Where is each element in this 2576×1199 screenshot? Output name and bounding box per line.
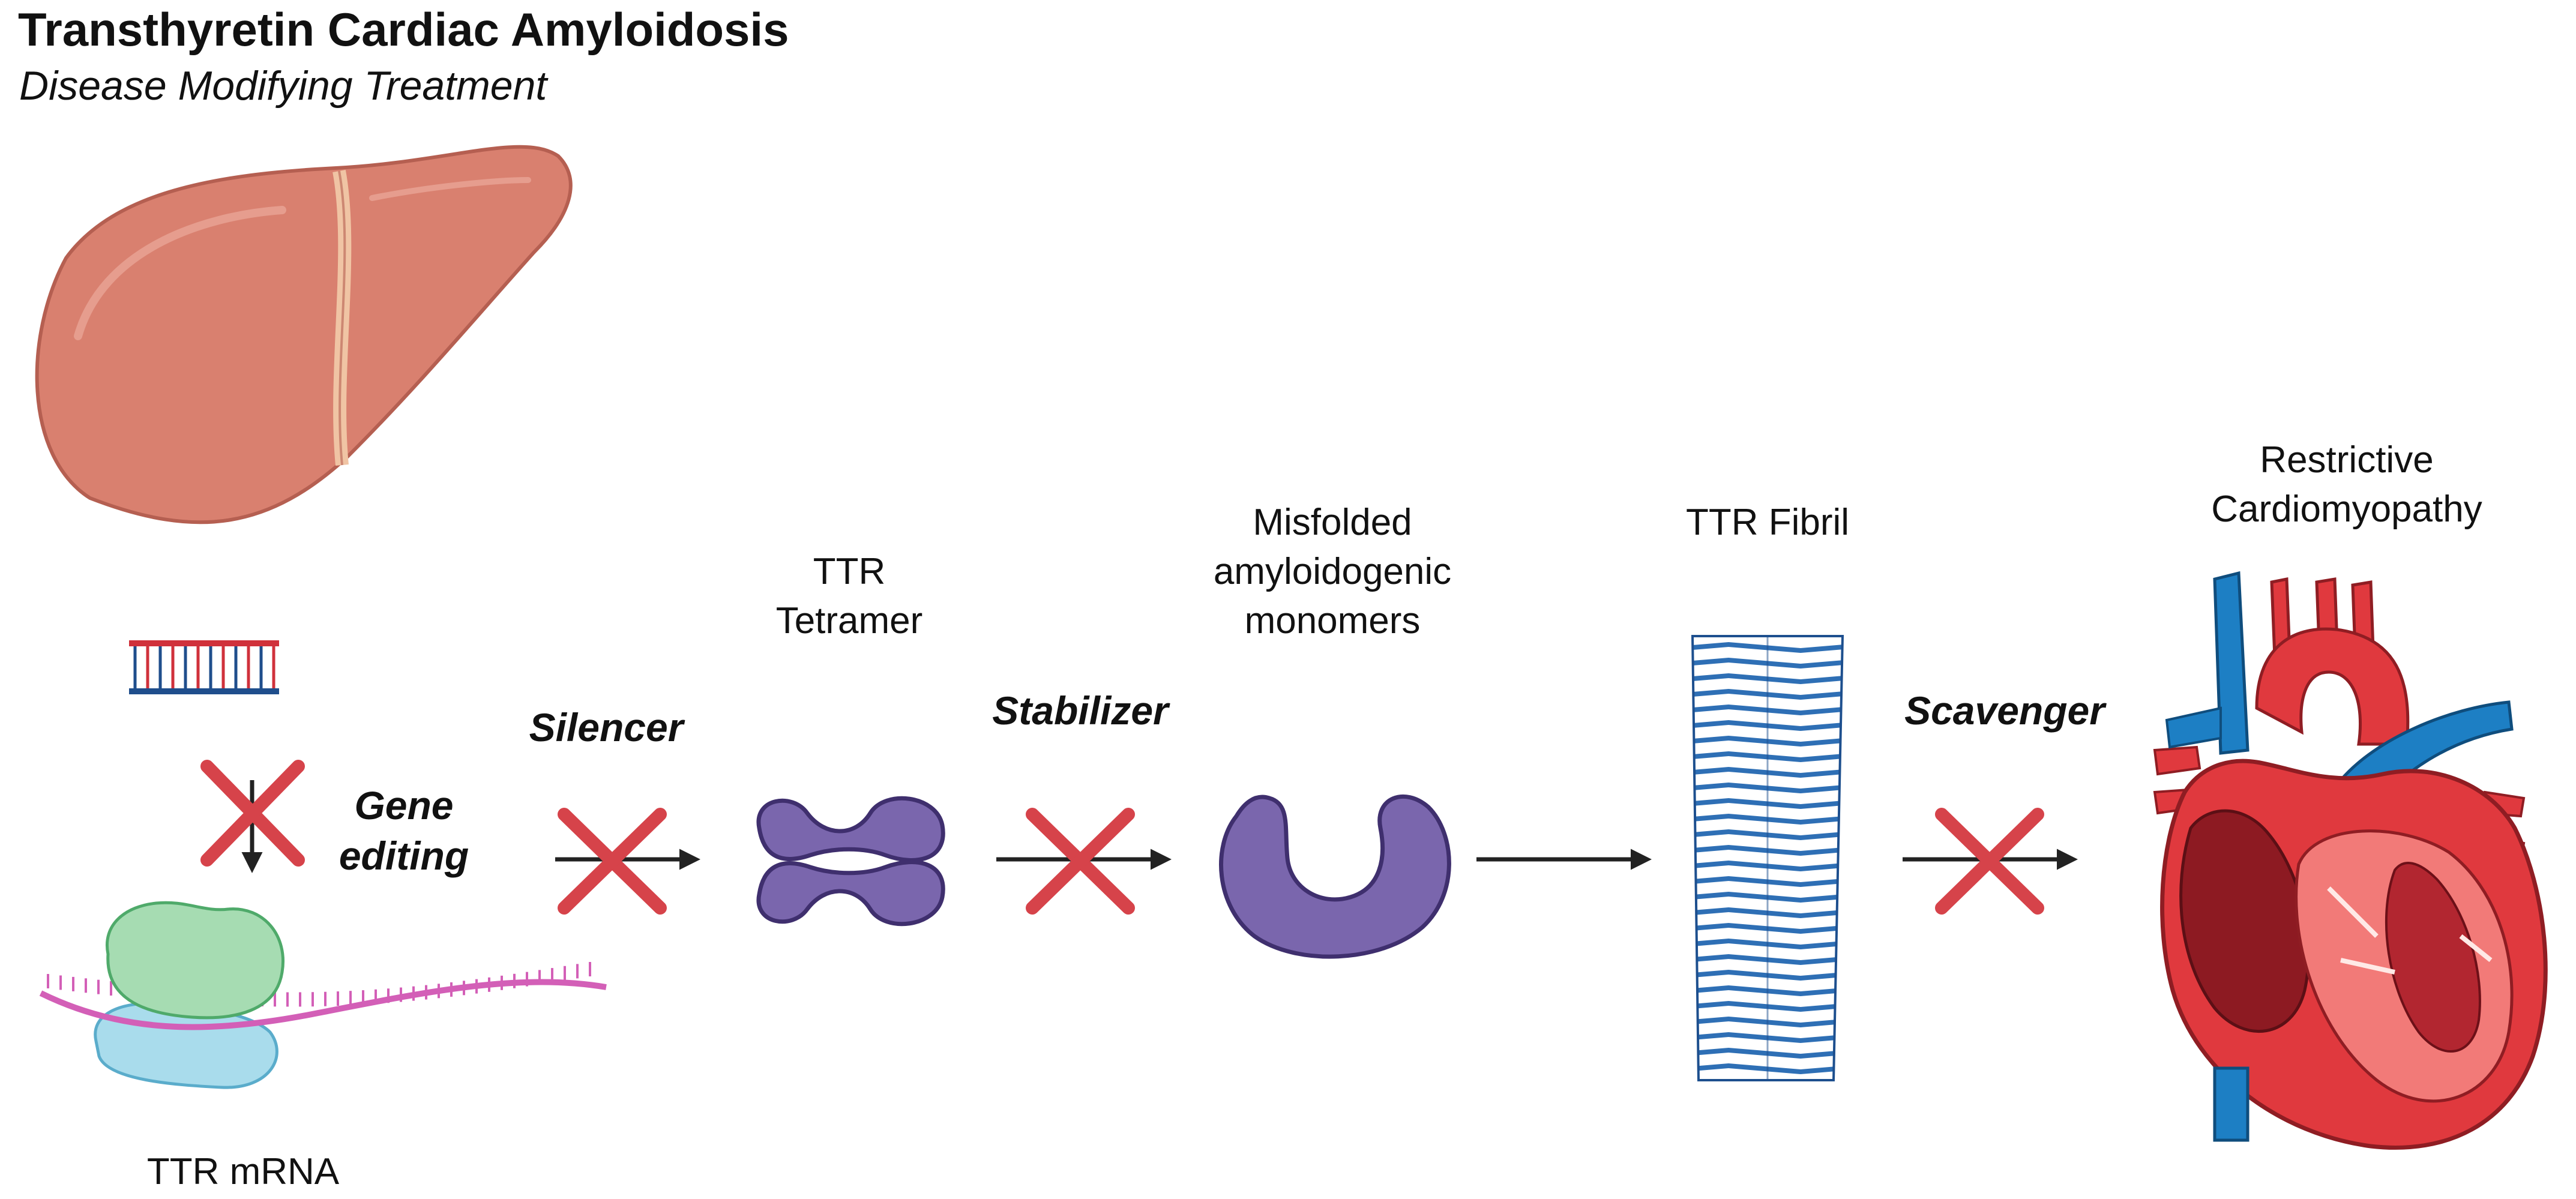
ttr-mrna-label: TTR mRNA [146,1151,340,1192]
restrictive-label-line1: Restrictive [2260,439,2434,481]
restrictive-label-line2: Cardiomyopathy [2211,488,2482,530]
ttr-tetramer-icon [756,796,945,927]
misfolded-label-line1: Misfolded [1253,502,1412,543]
silencer-label: Silencer [529,705,684,750]
restrictive-cardiomyopathy-label: Restrictive Cardiomyopathy [2179,436,2515,534]
gene-editing-label-line2: editing [339,834,469,878]
dna-strand-icon [129,640,279,694]
ttr-fibril-icon [1691,635,1844,1081]
block-x-icon [1026,808,1135,915]
stabilizer-label: Stabilizer [992,688,1169,733]
gene-editing-label: Gene editing [329,780,479,881]
ttr-tetramer-label-line1: TTR [813,551,886,592]
ttr-tetramer-label: TTR Tetramer [762,547,936,646]
gene-editing-complex-icon [39,901,607,1089]
block-x-icon [1935,808,2044,915]
liver-icon [35,145,573,524]
ttr-fibril-label: TTR Fibril [1685,502,1850,543]
misfolded-monomers-label: Misfolded amyloidogenic monomers [1176,498,1488,646]
ttr-tetramer-label-line2: Tetramer [775,600,923,642]
misfolded-label-line2: amyloidogenic [1213,551,1452,592]
page-title: Transthyretin Cardiac Amyloidosis [18,3,789,56]
page-subtitle: Disease Modifying Treatment [19,63,547,109]
misfolded-label-line3: monomers [1244,600,1421,642]
gene-editing-label-line1: Gene [354,783,454,828]
block-x-icon [200,760,305,867]
scavenger-label: Scavenger [1904,688,2105,733]
block-x-icon [558,808,667,915]
misfolded-monomer-icon [1219,795,1451,959]
heart-icon [2153,571,2548,1150]
